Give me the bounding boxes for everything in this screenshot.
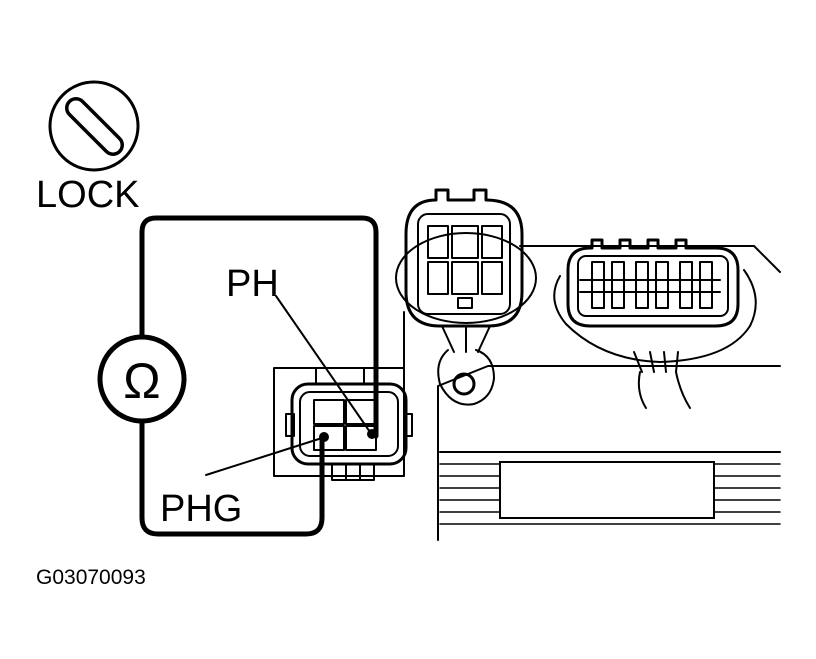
ph-leader-line	[275, 295, 371, 433]
ohm-glyph: Ω	[123, 353, 160, 409]
key-slot-icon	[48, 80, 140, 172]
test-lead-wire	[139, 215, 379, 439]
figure-id: G03070093	[36, 566, 146, 589]
ph-label: PH	[226, 263, 279, 305]
sensor-connector	[273, 311, 413, 481]
phg-label: PHG	[160, 488, 242, 530]
component-connector-right	[553, 238, 757, 409]
phg-leader-line	[205, 437, 323, 476]
probe-tip-phg	[319, 432, 329, 442]
test-lead-wire-return	[139, 419, 325, 537]
ohm-meter-icon: Ω	[97, 334, 187, 424]
lock-label: LOCK	[36, 174, 139, 216]
component-body	[437, 245, 781, 541]
component-connector-left	[395, 188, 537, 406]
